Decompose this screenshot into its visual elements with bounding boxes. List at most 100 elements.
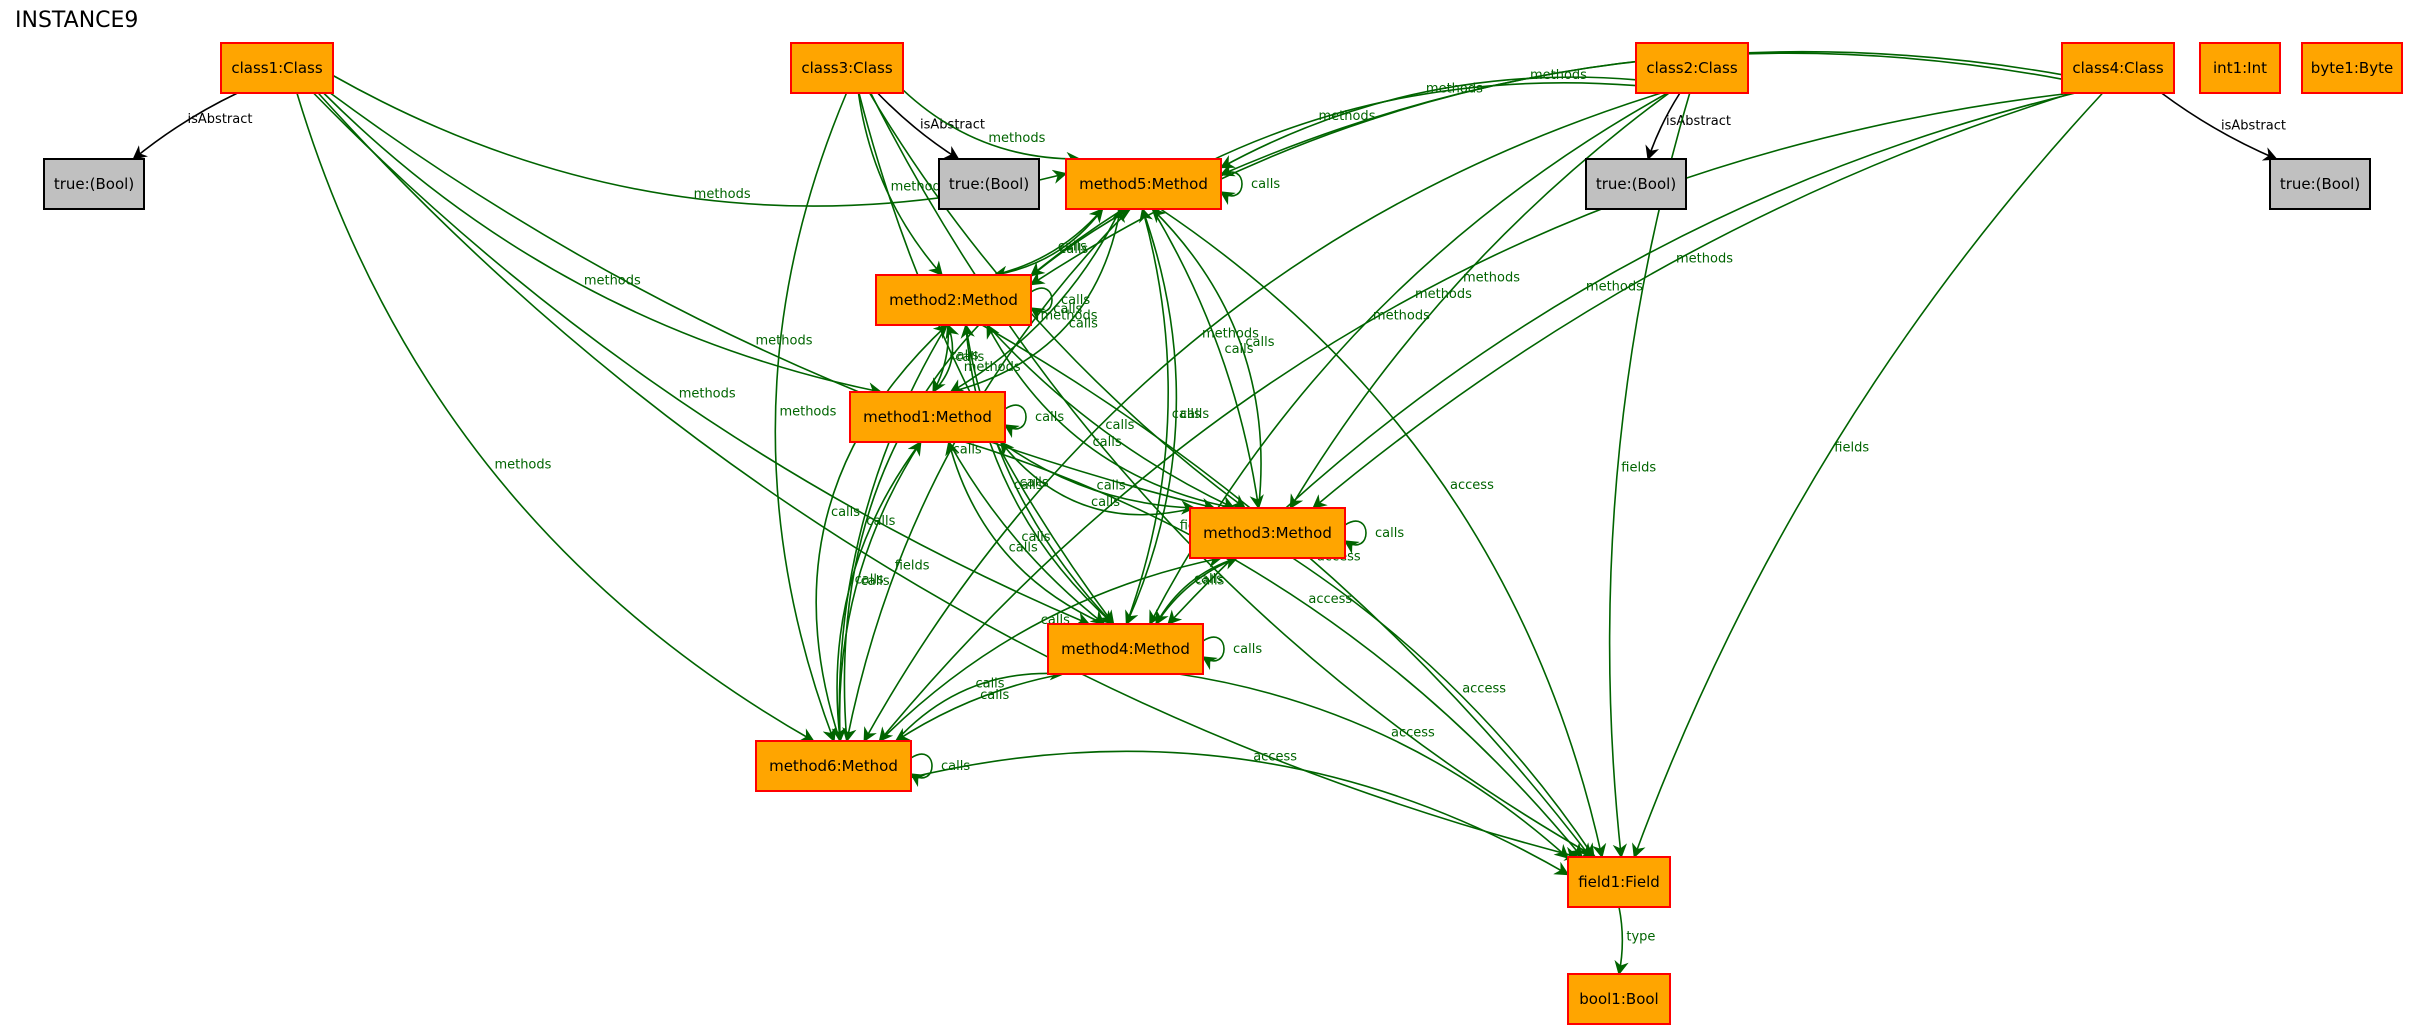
node-box-true2 — [1585, 158, 1687, 210]
node-byte1[interactable]: byte1:Byte — [2301, 42, 2403, 94]
edge-label-class1-field1: fields — [895, 558, 930, 573]
edge-class1-method1 — [323, 92, 883, 397]
edge-label-class2-method4: methods — [1373, 309, 1430, 324]
edge-label-class1-method5: methods — [694, 187, 751, 202]
edge-method1-method4 — [948, 441, 1106, 625]
edge-label-method6-field1: access — [1253, 749, 1297, 764]
node-method6[interactable]: method6:Method — [755, 740, 912, 792]
node-box-class2 — [1635, 42, 1749, 94]
node-class3[interactable]: class3:Class — [790, 42, 904, 94]
edge-label-method6-method4: calls — [975, 676, 1004, 691]
edge-class1-method4 — [312, 92, 1091, 626]
edge-method5-method3 — [1151, 208, 1264, 510]
edge-label-method4-method5: calls — [1172, 407, 1201, 422]
node-true3[interactable]: true:(Bool) — [938, 158, 1040, 210]
node-class4[interactable]: class4:Class — [2061, 42, 2175, 94]
node-true2[interactable]: true:(Bool) — [1585, 158, 1687, 210]
node-method2[interactable]: method2:Method — [875, 274, 1032, 326]
edge-label-method4-method2: calls — [1020, 475, 1049, 490]
node-box-method2 — [875, 274, 1032, 326]
node-method4[interactable]: method4:Method — [1047, 623, 1204, 675]
node-class1[interactable]: class1:Class — [220, 42, 334, 94]
edge-label-method4-method4: calls — [1233, 642, 1262, 657]
edge-class3-method6 — [774, 92, 848, 743]
edge-label-class4-true4: isAbstract — [2221, 118, 2286, 133]
edge-label-method4-method6: calls — [980, 688, 1009, 703]
node-label-method3: method3:Method — [1203, 524, 1332, 542]
edge-label-method3-method5: calls — [1245, 335, 1274, 350]
node-label-method2: method2:Method — [889, 291, 1018, 309]
edge-label-class1-method1: methods — [584, 273, 641, 288]
edge-label-method3-method2: calls — [1093, 435, 1122, 450]
node-int1[interactable]: int1:Int — [2199, 42, 2281, 94]
edge-label-class3-method5: methods — [988, 131, 1045, 146]
edge-label-method6-method6: calls — [941, 759, 970, 774]
edge-label-method1-method6: calls — [855, 572, 884, 587]
node-box-true1 — [43, 158, 145, 210]
edge-class1-method3 — [329, 92, 1216, 512]
edge-label-class2-field1: fields — [1621, 461, 1656, 476]
node-class2[interactable]: class2:Class — [1635, 42, 1749, 94]
edge-label-method1-field1: access — [1308, 592, 1352, 607]
edge-label-class2-method3: methods — [1463, 271, 1520, 286]
edge-label-class4-method3: methods — [1676, 252, 1733, 267]
node-label-field1: field1:Field — [1578, 873, 1660, 891]
edge-method6-method4 — [895, 665, 1065, 742]
edge-class3-field1 — [869, 92, 1597, 858]
edge-label-method5-method2: calls — [1059, 242, 1088, 257]
edge-class3-method5 — [902, 89, 1082, 167]
edge-label-class4-method2: methods — [1530, 68, 1587, 83]
node-box-bool1 — [1567, 973, 1671, 1025]
edge-class1-true1 — [132, 92, 238, 160]
edge-label-class3-true3: isAbstract — [920, 117, 985, 132]
node-label-method1: method1:Method — [863, 408, 992, 426]
node-method5[interactable]: method5:Method — [1065, 158, 1222, 210]
edge-class2-method2 — [1029, 82, 1637, 277]
edge-label-class1-method4: methods — [679, 386, 736, 401]
diagram-title: INSTANCE9 — [15, 8, 139, 33]
edge-method2-field1 — [981, 324, 1592, 859]
edge-label-method2-method2: calls — [1061, 293, 1090, 308]
node-true4[interactable]: true:(Bool) — [2269, 158, 2371, 210]
edge-class4-true4 — [2161, 92, 2278, 161]
node-label-class2: class2:Class — [1646, 59, 1737, 77]
node-method3[interactable]: method3:Method — [1189, 507, 1346, 559]
edge-class3-method2 — [857, 92, 943, 277]
edge-label-class2-method2: methods — [1318, 109, 1375, 124]
edge-method4-method3 — [1155, 556, 1239, 625]
edge-label-class2-true2: isAbstract — [1666, 114, 1731, 129]
node-box-method5 — [1065, 158, 1222, 210]
edge-label-method1-method1: calls — [1035, 410, 1064, 425]
edge-label-class4-method6: methods — [1415, 287, 1472, 302]
edge-label-class1-method3: methods — [756, 334, 813, 349]
edge-class4-method6 — [878, 92, 2073, 743]
edge-class3-true3 — [877, 92, 960, 160]
node-method1[interactable]: method1:Method — [849, 391, 1006, 443]
node-box-int1 — [2199, 42, 2281, 94]
edge-method2-method4 — [965, 324, 1115, 625]
edge-class4-field1 — [1632, 92, 2104, 859]
node-box-true4 — [2269, 158, 2371, 210]
edge-label-method4-method1: calls — [1009, 541, 1038, 556]
edge-label-method1-method5: calls — [1069, 317, 1098, 332]
edge-method2-method2 — [1029, 287, 1053, 322]
node-true1[interactable]: true:(Bool) — [43, 158, 145, 210]
edge-label-method3-method3: calls — [1375, 526, 1404, 541]
edge-class4-method3 — [1312, 92, 2073, 509]
edge-method3-method5 — [1151, 207, 1262, 509]
node-box-method1 — [849, 391, 1006, 443]
edge-class1-method6 — [296, 92, 815, 742]
node-field1[interactable]: field1:Field — [1567, 856, 1671, 908]
edge-method6-method3 — [879, 553, 1223, 742]
edge-method5-method5 — [1219, 171, 1243, 206]
node-label-true4: true:(Bool) — [2280, 175, 2360, 193]
edge-method5-field1 — [1160, 208, 1607, 859]
edge-method3-method3 — [1343, 520, 1367, 555]
node-bool1[interactable]: bool1:Bool — [1567, 973, 1671, 1025]
edge-method4-method2 — [960, 323, 1114, 625]
node-layer: class1:Class class3:Class class2:Class clas… — [43, 42, 2403, 1025]
edge-class2-method5 — [1219, 76, 1637, 169]
node-label-true1: true:(Bool) — [54, 175, 134, 193]
